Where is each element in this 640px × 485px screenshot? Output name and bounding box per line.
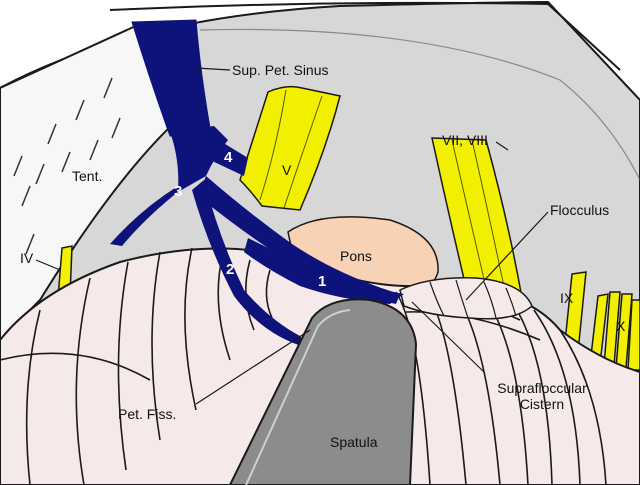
label-sup-pet-sinus: Sup. Pet. Sinus [232,62,329,78]
vein-number-3: 3 [174,183,183,200]
spatula-highlight [245,309,351,485]
spatula [228,298,418,485]
label-suprafloccular-line2: Cistern [519,396,565,412]
leader-lines [35,67,549,405]
tentorium-hatching [13,77,121,255]
label-flocculus: Flocculus [550,202,610,218]
flocculus [399,277,533,320]
dura-fold-line [199,28,640,181]
vagus-nerve-rootlets [589,291,640,371]
dura-fold-upper [109,1,621,71]
label-tentorium: Tent. [72,168,103,184]
label-pons: Pons [340,248,372,264]
label-cranial-nerve-iv: IV [20,250,34,266]
label-cranial-nerve-ix: IX [560,290,574,306]
vein-number-4: 4 [224,149,233,166]
label-spatula: Spatula [330,434,378,450]
label-cranial-nerve-x: X [616,318,626,334]
label-suprafloccular-line1: Suprafloccular [497,380,587,396]
petrosal-vein-4 [210,136,248,176]
label-petrosal-fissure: Pet. Fiss. [118,406,177,422]
label-cranial-nerve-v: V [282,162,292,178]
petrosal-vein-3 [110,178,196,246]
vein-number-1: 1 [318,273,327,290]
label-cranial-nerve-vii-viii: VII, VIII [442,132,488,148]
petrosal-vein-confluence [244,238,404,304]
vein-number-2: 2 [226,261,235,278]
label-suprafloccular-cistern: Suprafloccular Cistern [484,380,600,412]
